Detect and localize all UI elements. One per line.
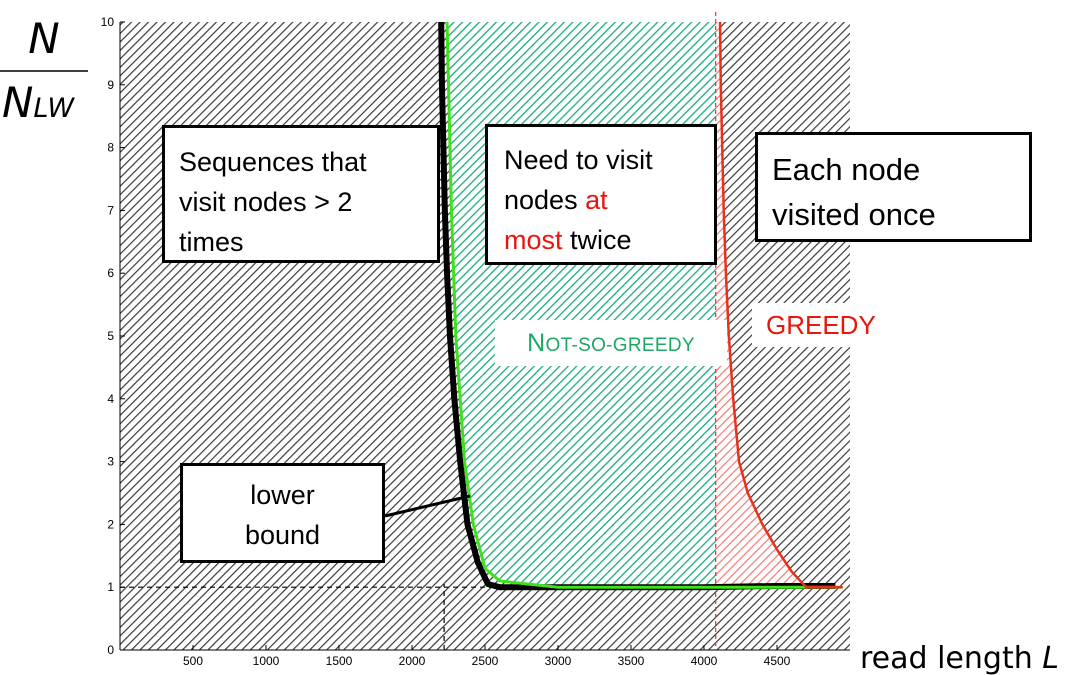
annotation-sequences-line: visit nodes > 2 <box>179 187 353 217</box>
greedy-label: GREEDY <box>752 303 900 347</box>
x-tick-label: 1500 <box>326 654 353 668</box>
annotation-lower-bound-box: lower bound <box>180 463 385 563</box>
annotation-need-line: nodes at <box>504 185 608 215</box>
annotation-need-line: most twice <box>504 225 632 255</box>
y-tick-label: 10 <box>101 15 115 29</box>
y-tick-label: 1 <box>107 580 114 594</box>
x-tick-label: 4500 <box>764 654 791 668</box>
y-tick-label: 7 <box>107 203 114 217</box>
annotation-each-node-box: Each node visited once <box>755 132 1032 242</box>
x-tick-label: 1000 <box>253 654 280 668</box>
annotation-sequences-line: Sequences that <box>179 147 367 177</box>
region-greedy-hatch <box>715 22 843 588</box>
annotation-need-line: Need to visit <box>504 145 653 175</box>
y-label-denominator: NLW <box>2 78 75 127</box>
x-tick-label: 2500 <box>472 654 499 668</box>
y-tick-label: 8 <box>107 141 114 155</box>
annotation-sequences-box: Sequences that visit nodes > 2 times <box>162 125 440 263</box>
annotation-each-line: Each node <box>772 152 921 187</box>
x-tick-label: 3500 <box>618 654 645 668</box>
annotation-need-box: Need to visit nodes at most twice <box>485 124 717 265</box>
axes: 0 1 2 3 4 5 6 7 8 9 10 500 1000 1500 2000 2500 3000 3500 4… <box>101 15 850 668</box>
greedy-curve <box>718 21 843 589</box>
annotation-each-line: visited once <box>772 197 936 232</box>
curves <box>438 21 843 591</box>
y-tick-label: 6 <box>107 266 114 280</box>
annotation-lower-line: bound <box>244 520 321 550</box>
x-tick-label: 500 <box>183 654 203 668</box>
y-tick-label: 3 <box>107 455 114 469</box>
x-tick-label: 2000 <box>399 654 426 668</box>
y-tick-label: 5 <box>107 329 114 343</box>
x-axis-label: read length L <box>860 641 1059 675</box>
y-tick-label: 9 <box>107 78 114 92</box>
y-label-numerator: N <box>28 14 59 63</box>
lower-bound-arrow <box>384 494 471 518</box>
not-so-greedy-curve <box>445 21 843 589</box>
annotation-lower-line: lower <box>250 480 315 510</box>
annotation-sequences-line: times <box>179 227 244 257</box>
x-tick-label: 4000 <box>691 654 718 668</box>
not-so-greedy-label: NOT-SO-GREEDY <box>495 320 727 366</box>
y-axis-label: N NLW <box>0 14 88 127</box>
x-tick-label: 3000 <box>545 654 572 668</box>
y-tick-label: 0 <box>107 643 114 657</box>
y-tick-label: 4 <box>107 392 114 406</box>
y-tick-label: 2 <box>107 517 114 531</box>
